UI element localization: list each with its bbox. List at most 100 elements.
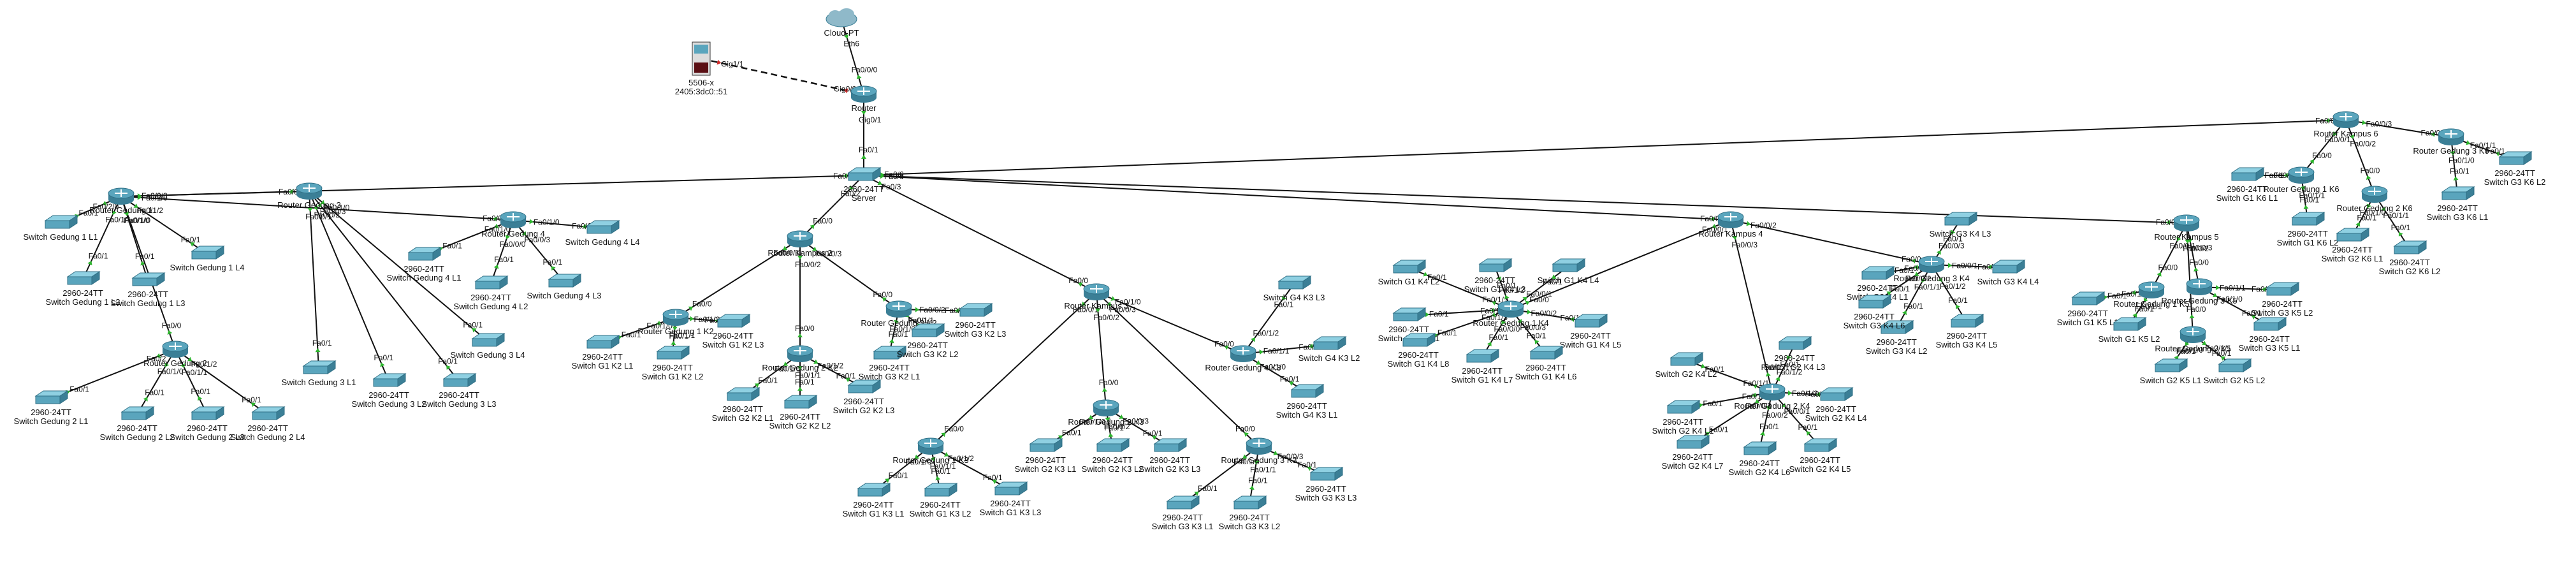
router-node-r_g1[interactable]: Router Gedung 1 <box>89 187 153 215</box>
switch-node-sw_g3k4_l3[interactable]: Switch G3 K4 L3 <box>1930 212 1991 238</box>
switch-node-sw_g3_l1[interactable]: Switch Gedung 3 L1 <box>281 360 356 387</box>
router-node-r_k4[interactable]: Router Kampus 4 <box>1698 211 1763 238</box>
router-node-r_k3[interactable]: Router Kampus 3 <box>1064 283 1129 311</box>
router-node-r_g1k2[interactable]: Router Gedung 1 K2 <box>637 309 714 336</box>
router-node-r_g2k2[interactable]: Router Gedung 2 K2 <box>762 345 838 372</box>
switch-node-sw_g4_l4[interactable]: Switch Gedung 4 L4 <box>565 220 640 247</box>
router-node-r_g2k5[interactable]: Router Gedung 2 K5 <box>2155 326 2231 353</box>
router-node-r_g3k4[interactable]: Router Gedung 3 K4 <box>1893 256 1970 283</box>
switch-node-sw_g1_l4[interactable]: Switch Gedung 1 L4 <box>170 246 245 272</box>
switch-node-sw_g1k5_l2[interactable]: Switch G1 K5 L2 <box>2099 317 2160 344</box>
switch-node-sw_g1_l1[interactable]: Switch Gedung 1 L1 <box>23 215 98 242</box>
router-node-r_g2[interactable]: Router Gedung 2 <box>143 341 207 368</box>
switch-node-sw_g1k4_l4[interactable]: Switch G1 K4 L4 <box>1538 258 1599 285</box>
switch-node-sw_g4k3_l3[interactable]: Switch G4 K3 L3 <box>1263 275 1325 302</box>
router-node-r_g1k5[interactable]: Router Gedung 1 K5 <box>2113 281 2190 309</box>
switch-node-sw_g4k3_l2[interactable]: Switch G4 K3 L2 <box>1299 336 1360 363</box>
router-node-r_g1k4[interactable]: Router Gedung 1 K4 <box>1473 300 1549 328</box>
router-node-r_g3k3[interactable]: Router Gedung 3 K3 <box>1221 437 1297 465</box>
switch-node-sw_g2k5_l2[interactable]: Switch G2 K5 L2 <box>2204 358 2266 385</box>
router-node-r_k6[interactable]: Router Kampus 6 <box>2313 111 2378 138</box>
router-node-r_g3k6[interactable]: Router Gedung 3 K6 <box>2413 128 2489 156</box>
switch-node-sw_g3_l4[interactable]: Switch Gedung 3 L4 <box>450 333 525 360</box>
router-node-r_g1k3[interactable]: Router Gedung 1 K3 <box>892 437 969 465</box>
router-node-r_g4[interactable]: Router Gedung 4 <box>481 211 545 238</box>
switch-node-sw_g1k4_l2[interactable]: Switch G1 K4 L2 <box>1378 260 1440 286</box>
cloud-node-cloud[interactable]: Cloud-PT <box>824 8 859 38</box>
